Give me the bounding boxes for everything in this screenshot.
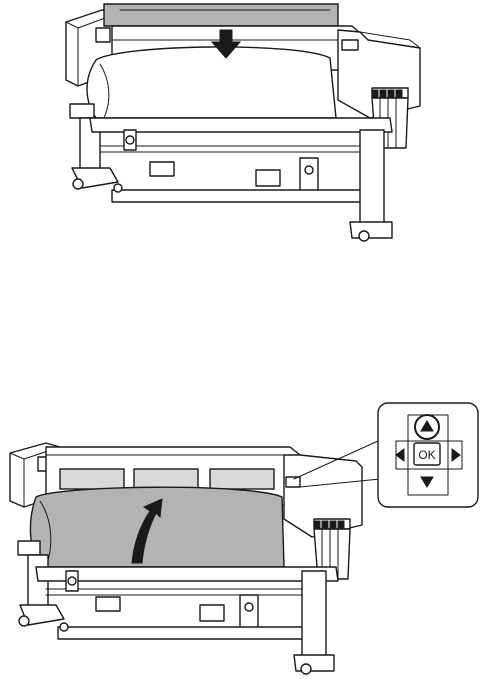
media-bar-shade	[104, 4, 338, 26]
figure-raise-media: OK	[0, 395, 482, 679]
window-center	[134, 469, 198, 489]
up-key[interactable]	[415, 415, 439, 439]
media-sheet	[87, 47, 336, 118]
media-sheet	[30, 487, 284, 567]
ok-key-label: OK	[418, 448, 435, 462]
media-bar-cover	[104, 4, 338, 26]
printer-stand	[70, 104, 392, 241]
figure-lower-media	[0, 0, 482, 250]
window-right	[210, 469, 274, 489]
printer-illustration-bottom: OK	[0, 395, 482, 679]
printer-illustration-top	[0, 0, 482, 250]
control-panel-callout: OK	[378, 403, 478, 507]
ok-key[interactable]: OK	[414, 443, 440, 465]
control-panel	[286, 477, 300, 487]
control-panel	[342, 40, 358, 50]
window-left	[60, 469, 124, 489]
printer-right-unit	[284, 455, 362, 579]
